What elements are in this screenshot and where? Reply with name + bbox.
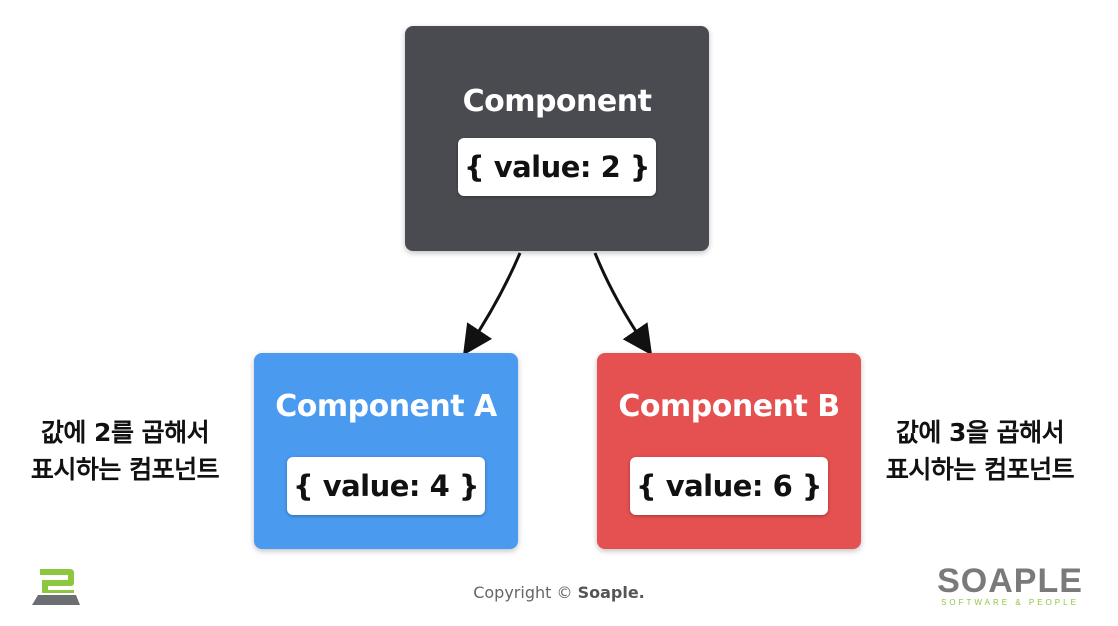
component-b-note-line1: 값에 3을 곱해서 <box>895 418 1065 447</box>
component-a-box: Component A { value: 4 } <box>254 353 518 549</box>
component-b-note-line2: 표시하는 컴포넌트 <box>885 455 1075 484</box>
component-b-box: Component B { value: 6 } <box>597 353 861 549</box>
soaple-logo: SOAPLE SOFTWARE & PEOPLE <box>930 564 1090 608</box>
brand-tagline: SOFTWARE & PEOPLE <box>941 598 1079 607</box>
parent-component-title: Component <box>462 84 652 119</box>
parent-component-box: Component { value: 2 } <box>405 26 709 251</box>
component-a-note-line2: 표시하는 컴포넌트 <box>30 455 220 484</box>
component-a-value-pill: { value: 4 } <box>287 457 485 515</box>
component-b-note: 값에 3을 곱해서 표시하는 컴포넌트 <box>855 414 1105 488</box>
arrow-to-component-a <box>463 252 522 356</box>
copyright-brand: Soaple. <box>577 583 645 602</box>
arrow-to-component-b <box>593 252 653 356</box>
component-b-value-pill: { value: 6 } <box>630 457 828 515</box>
component-a-title: Component A <box>275 389 497 424</box>
parent-value-pill: { value: 2 } <box>458 138 656 196</box>
brand-name: SOAPLE <box>937 562 1083 600</box>
copyright-text: Copyright © Soaple. <box>0 583 1118 602</box>
left-logo-icon <box>30 567 82 611</box>
component-a-note: 값에 2를 곱해서 표시하는 컴포넌트 <box>0 414 250 488</box>
component-b-title: Component B <box>618 389 840 424</box>
component-a-note-line1: 값에 2를 곱해서 <box>40 418 210 447</box>
copyright-prefix: Copyright © <box>473 583 573 602</box>
